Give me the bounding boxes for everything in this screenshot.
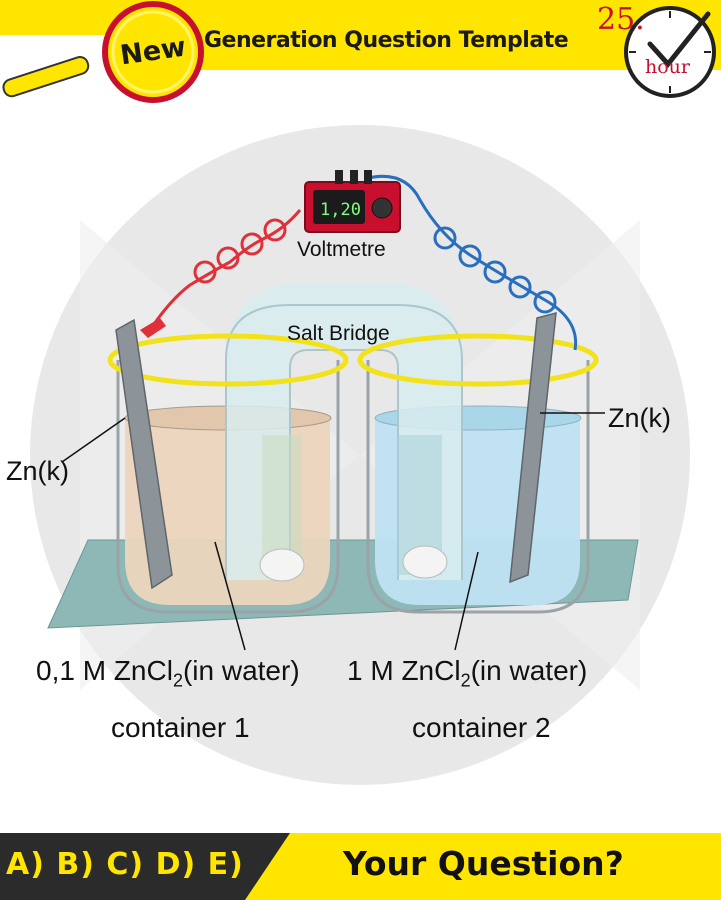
left-electrode-leader [61,417,126,463]
left-container-label: container 1 [111,712,250,743]
right-electrode-label: Zn(k) [608,403,671,433]
blue-wire [367,174,578,351]
left-beaker-rim [107,333,349,387]
right-solution-leader [454,551,479,651]
right-solution-label: 1 M ZnCl2(in water) [347,655,588,691]
voltmeter-label: Voltmetre [297,238,386,261]
right-container-label: container 2 [412,712,551,743]
clock-icon [624,6,716,98]
left-solution-leader [214,541,246,651]
left-zinc-electrode [115,318,173,590]
right-zinc-electrode [509,311,557,584]
salt-bridge [225,283,463,582]
galvanic-cell-diagram [30,125,690,785]
clock-number: 25. [597,2,645,37]
left-solution-label: 0,1 M ZnCl2(in water) [36,655,300,691]
salt-bridge-label: Salt Bridge [287,322,390,345]
voltmeter [304,170,401,233]
magnifier-icon [2,1,204,103]
voltmeter-reading: 1,20 [320,200,361,220]
clock-unit: hour [645,56,690,78]
footer-banner [0,833,721,900]
voltmeter-dial [371,197,393,219]
right-beaker-rim [357,333,599,387]
left-electrode-label: Zn(k) [6,456,69,486]
red-wire [148,209,302,331]
page-title: Generation Question Template [204,28,569,53]
answer-options: A) B) C) D) E) [6,847,244,882]
question-prompt: Your Question? [343,844,624,883]
